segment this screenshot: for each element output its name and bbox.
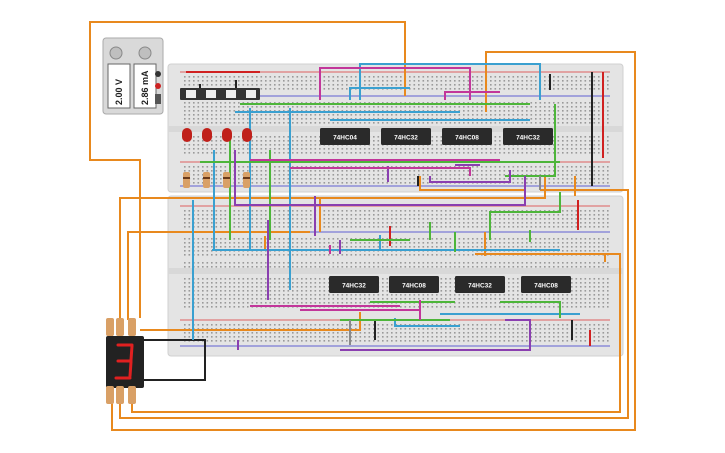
switch-3[interactable] — [226, 90, 236, 98]
power-supply[interactable]: 2.00 V 2.86 mA — [102, 37, 164, 115]
segment-resistor — [106, 318, 114, 336]
ic-chip-label: 74HC32 — [468, 283, 492, 290]
ic-chip-body — [320, 128, 370, 145]
ic-chip-label: 74HC08 — [455, 135, 479, 142]
ic-chip-label: 74HC08 — [402, 283, 426, 290]
led-3 — [222, 128, 232, 142]
ic-chip: 74HC32 — [381, 128, 431, 145]
wires-green — [200, 103, 561, 321]
ic-chip-body — [389, 276, 439, 293]
ic-chip-body — [503, 128, 553, 145]
leds — [182, 128, 252, 142]
ic-chip-label: 74HC32 — [516, 135, 540, 142]
digit-three — [114, 343, 134, 380]
voltage-display — [107, 63, 131, 109]
ic-chip-label: 74HC04 — [333, 135, 357, 142]
led-resistors — [183, 172, 250, 188]
ic-chip-label: 74HC32 — [394, 135, 418, 142]
ic-chip-label: 74HC32 — [342, 283, 366, 290]
led-2 — [202, 128, 212, 142]
switch-1[interactable] — [186, 90, 196, 98]
wires-magenta — [250, 67, 500, 320]
ic-chip: 74HC08 — [521, 276, 571, 293]
wires-red — [186, 71, 604, 346]
ic-chip: 74HC32 — [503, 128, 553, 145]
ic-chip-body — [521, 276, 571, 293]
switch-4[interactable] — [246, 90, 256, 98]
segment-resistor — [116, 318, 124, 336]
segment-resistor — [128, 386, 136, 404]
segment-resistor — [106, 386, 114, 404]
negative-terminal[interactable] — [155, 71, 161, 77]
current-readout: 2.86 mA — [140, 70, 150, 105]
led-1 — [182, 128, 192, 142]
segment-resistor — [116, 386, 124, 404]
ic-chip: 74HC08 — [389, 276, 439, 293]
ic-chip-body — [442, 128, 492, 145]
voltage-knob[interactable] — [109, 46, 123, 60]
positive-terminal[interactable] — [155, 83, 161, 89]
current-knob[interactable] — [138, 46, 152, 60]
wires-orange — [89, 21, 636, 431]
ic-chip: 74HC32 — [329, 276, 379, 293]
led-4 — [242, 128, 252, 142]
ic-chip-body — [381, 128, 431, 145]
power-switch[interactable] — [155, 94, 161, 104]
ic-chip: 74HC32 — [455, 276, 505, 293]
seven-segment-display — [106, 318, 144, 404]
ic-chip-body — [329, 276, 379, 293]
ic-chip: 74HC04 — [320, 128, 370, 145]
ic-chip: 74HC08 — [442, 128, 492, 145]
voltage-readout: 2.00 V — [114, 79, 124, 105]
wires-blue — [192, 63, 580, 340]
wires-gray — [349, 176, 541, 345]
segment-resistor — [128, 318, 136, 336]
ic-chips: 74HC04 74HC32 74HC08 74HC32 74HC32 74HC08 74HC… — [320, 128, 571, 293]
ic-chip-body — [455, 276, 505, 293]
ic-chip-label: 74HC08 — [534, 283, 558, 290]
wires-purple — [234, 150, 531, 351]
slide-switches[interactable] — [180, 88, 260, 100]
switch-2[interactable] — [206, 90, 216, 98]
